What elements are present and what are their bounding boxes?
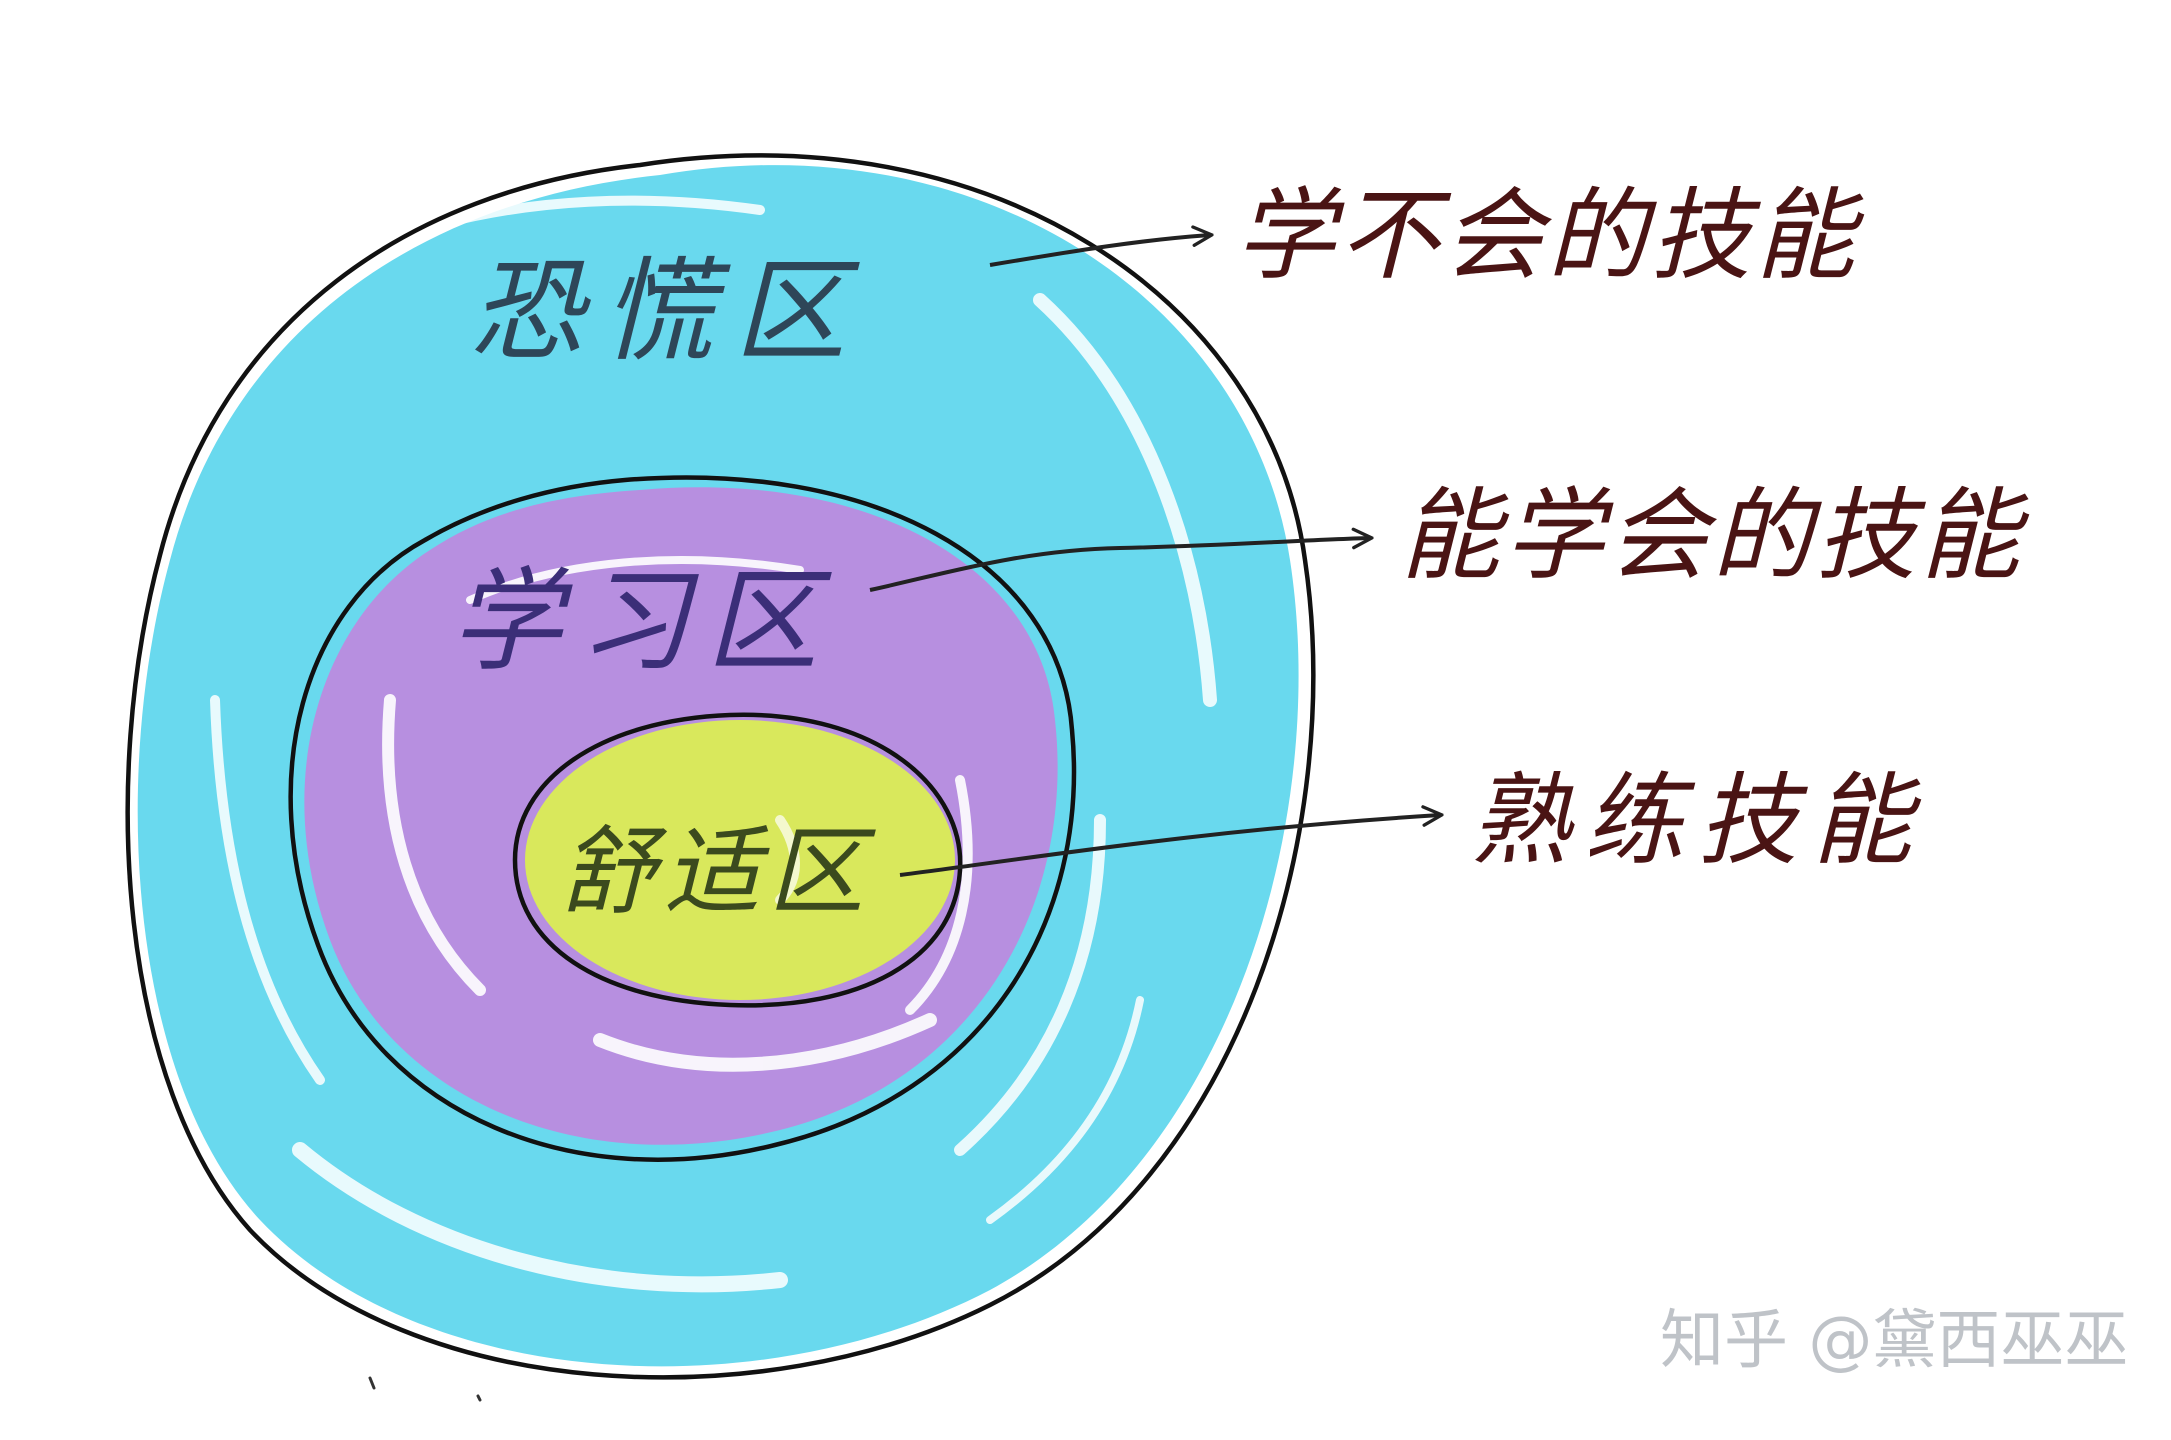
- panic-zone-label: 恐慌区: [470, 247, 866, 377]
- comfort-zone-label: 舒适区: [560, 816, 876, 928]
- comfort-zone-arrow: [899, 815, 1440, 877]
- learning-zone-label: 学习区: [450, 557, 834, 687]
- panic-zone-arrow: [989, 235, 1210, 267]
- comfort-skill-label: 熟练技能: [1470, 762, 1926, 879]
- comfort-zone-outline: [512, 712, 963, 1008]
- learning-skill-label: 能学会的技能: [1400, 477, 2030, 594]
- panic-zone-highlights: [210, 195, 1217, 1293]
- learning-zone-arrow: [869, 538, 1370, 592]
- panic-skill-label: 学不会的技能: [1235, 177, 1865, 294]
- stray-marks: [368, 1376, 482, 1402]
- comfort-zone-fill: [525, 720, 955, 1000]
- panic-zone-outline: [125, 153, 1316, 1380]
- learning-zone-outline: [288, 475, 1077, 1162]
- comfort-zone-highlight: [775, 815, 800, 905]
- comfort-zone: [512, 712, 963, 1008]
- learning-zone-highlights: [382, 556, 973, 1072]
- watermark: 知乎 @黛西巫巫: [1660, 1304, 2128, 1378]
